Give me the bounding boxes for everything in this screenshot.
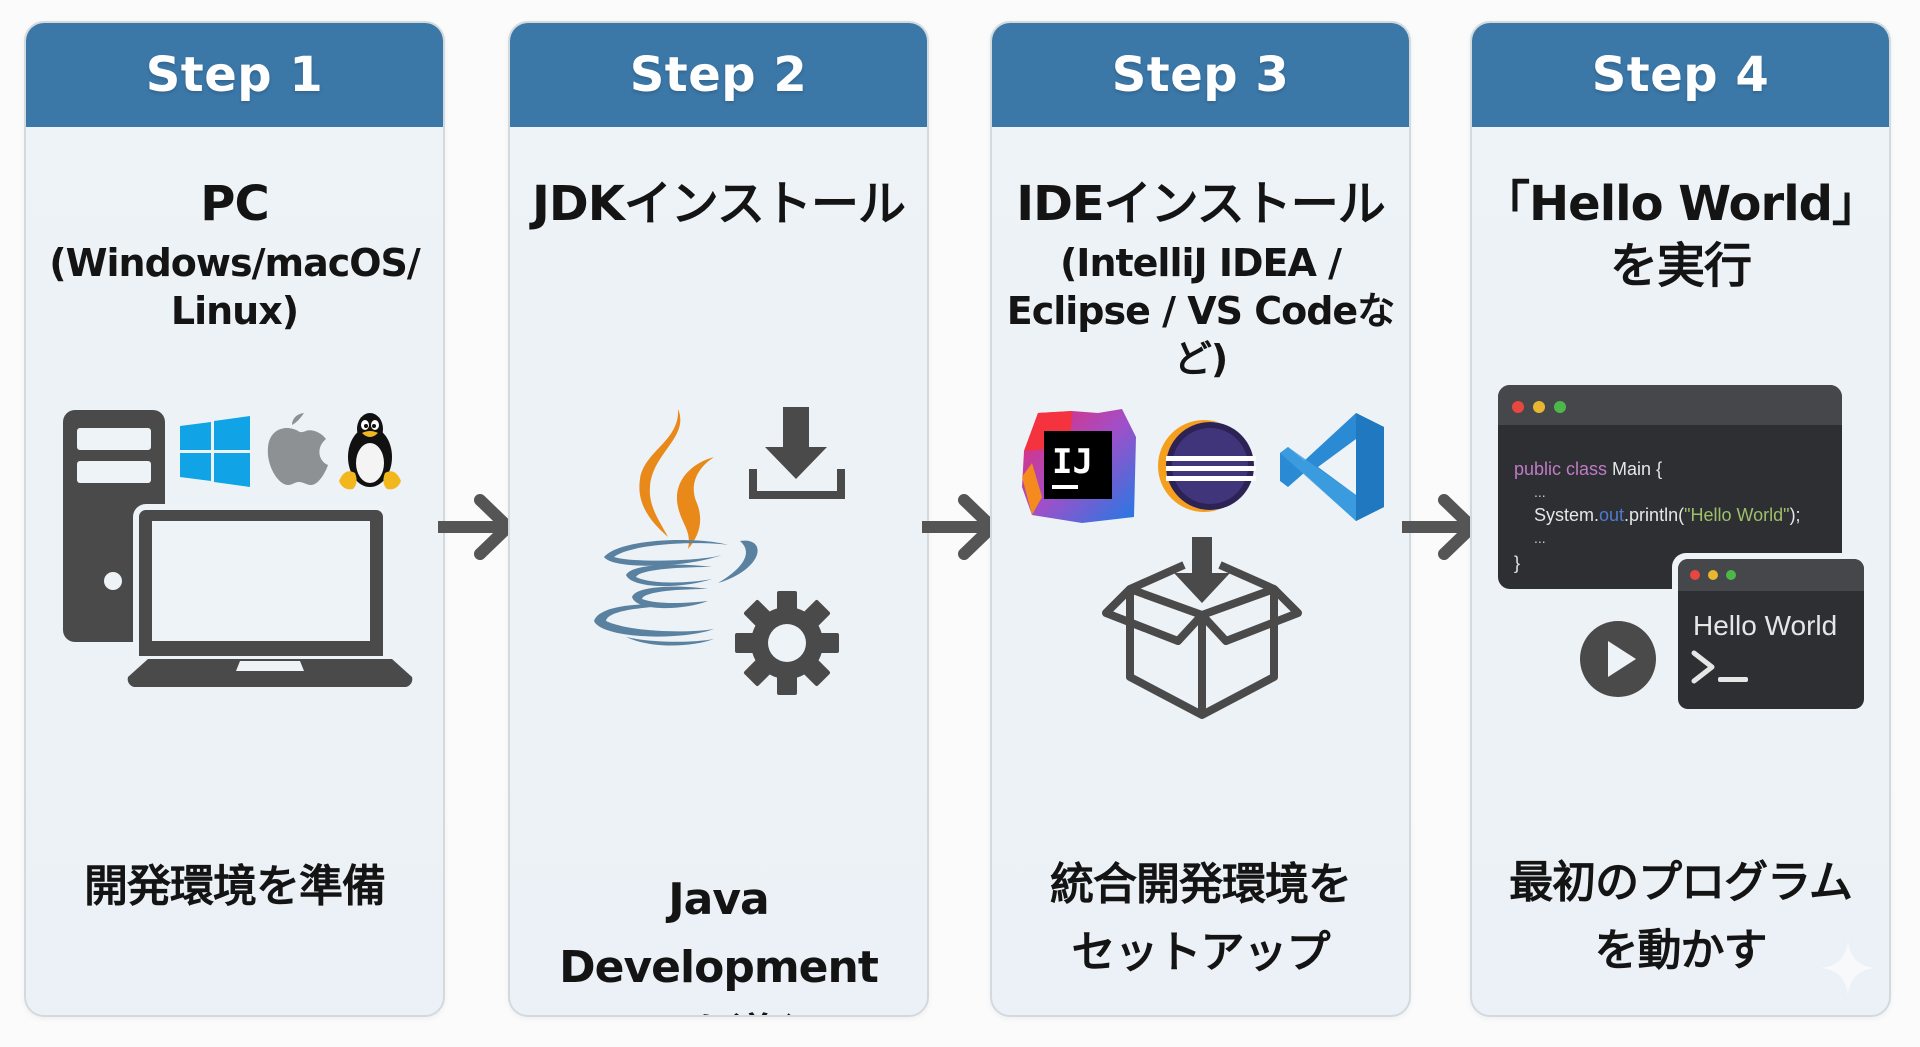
windows-logo-icon: [180, 416, 250, 487]
step-label: Step 2: [629, 47, 808, 103]
description-line: 統合開発環境を: [1050, 859, 1352, 910]
code-line-3: System.out.println("Hello World");: [1534, 505, 1801, 525]
step-description: 開発環境を準備: [26, 853, 443, 921]
code-editor-window-icon: public class Main { ... System.out.print…: [1498, 385, 1842, 589]
step-label: Step 4: [1591, 47, 1770, 103]
linux-tux-icon: [339, 413, 401, 490]
subtitle-line: (Windows/macOS/: [49, 241, 421, 285]
play-button-icon: [1580, 621, 1656, 697]
step-label: Step 3: [1111, 47, 1290, 103]
description-line: Kitを導入: [510, 1002, 927, 1015]
step-card-3: Step 3 IDEインストール (IntelliJ IDEA / Eclips…: [990, 21, 1411, 1017]
step-label: Step 1: [145, 47, 324, 103]
description-line: 最初のプログラム: [1509, 857, 1853, 908]
code-line-4: ...: [1534, 530, 1546, 546]
eclipse-logo-icon: [1158, 420, 1256, 512]
step-title: PC: [200, 176, 269, 232]
code-line-1: public class Main {: [1514, 459, 1662, 479]
arrow-right-icon: [1402, 494, 1478, 560]
step-header: Step 3: [992, 23, 1409, 127]
step-card-2: Step 2 JDKインストール: [508, 21, 929, 1017]
arrow-right-icon: [922, 494, 998, 560]
box-install-icon: [1102, 537, 1302, 719]
description-line: セットアップ: [1071, 927, 1331, 978]
step-title: IDEインストール: [1016, 176, 1386, 232]
step-subtitle: (IntelliJ IDEA / Eclipse / VS Codeなど): [992, 239, 1409, 383]
step-card-1: Step 1 PC (Windows/macOS/ Linux): [24, 21, 445, 1017]
subtitle-line: (IntelliJ IDEA /: [1059, 241, 1342, 285]
terminal-output: Hello World: [1693, 610, 1837, 641]
intellij-logo-icon: IJ: [1022, 409, 1136, 523]
step-description: 統合開発環境を セットアップ: [992, 851, 1409, 987]
vscode-logo-icon: [1280, 413, 1384, 521]
code-line-2: ...: [1534, 484, 1546, 500]
step-title: 「Hello World」 を実行: [1472, 173, 1889, 297]
code-line-5: }: [1514, 553, 1520, 573]
desktop-tower-icon: [63, 410, 165, 642]
subtitle-line: Eclipse / VS Codeなど): [1006, 289, 1395, 381]
description-line: 開発環境を準備: [84, 861, 386, 912]
step-header: Step 1: [26, 23, 443, 127]
step-header: Step 2: [510, 23, 927, 127]
step-card-4: Step 4 「Hello World」 を実行 public class Ma…: [1470, 21, 1891, 1017]
step-subtitle: (Windows/macOS/ Linux): [26, 239, 443, 335]
gear-icon: [735, 591, 839, 695]
svg-text:IJ: IJ: [1052, 442, 1093, 482]
arrow-right-icon: [438, 494, 514, 560]
title-line: 「Hello World」: [1481, 176, 1880, 232]
step-description: 最初のプログラム を動かす: [1472, 849, 1889, 985]
java-logo-icon: [594, 409, 758, 646]
title-line: を実行: [1609, 238, 1752, 294]
terminal-window-icon: Hello World: [1672, 553, 1868, 713]
apple-logo-icon: [267, 413, 328, 485]
laptop-icon: [127, 504, 413, 687]
subtitle-line: Linux): [170, 289, 299, 333]
description-line: Java Development: [559, 874, 879, 993]
step-header: Step 4: [1472, 23, 1889, 127]
download-icon: [749, 407, 845, 499]
sparkle-watermark-icon: [1820, 940, 1876, 996]
description-line: を動かす: [1594, 925, 1768, 976]
step-description: Java Development Kitを導入: [510, 866, 927, 1015]
step-title: JDKインストール: [532, 176, 906, 232]
